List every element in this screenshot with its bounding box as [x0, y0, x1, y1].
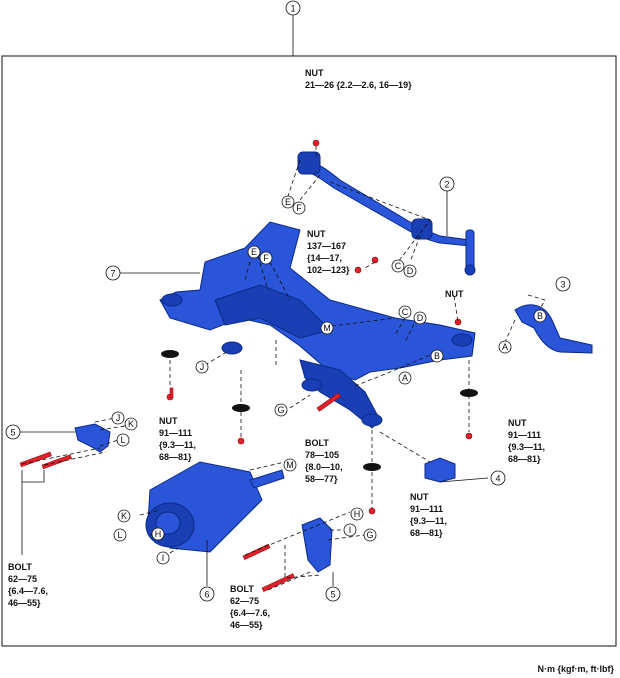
callout-I-diff: I — [162, 553, 165, 563]
callout-5-bottom: 5 — [330, 590, 335, 600]
callout-M-top: M — [323, 323, 331, 333]
callout-C-top: C — [395, 261, 402, 271]
nut-top-label: NUT 21—26 {2.2—2.6, 16—19} — [305, 68, 412, 90]
nut-right-label: NUT 91—111 {9.3—11, 68—81} — [508, 418, 548, 464]
bracket-5-left — [74, 423, 111, 453]
callout-5-left: 5 — [10, 428, 15, 438]
bushing-washers — [161, 350, 478, 471]
callout-2: 2 — [444, 180, 449, 190]
callout-7: 7 — [110, 269, 115, 279]
callout-4: 4 — [495, 474, 500, 484]
callout-C-mid: C — [402, 307, 409, 317]
callout-K-bottom: K — [121, 511, 127, 521]
callout-F-mid: F — [263, 253, 269, 263]
callout-L-left: L — [120, 435, 125, 445]
callout-H-bottom: H — [354, 509, 361, 519]
callout-3: 3 — [560, 280, 565, 290]
callout-6: 6 — [204, 590, 209, 600]
nut-left-label: NUT 91—111 {9.3—11, 68—81} — [159, 416, 199, 462]
callout-B-mid: B — [434, 351, 440, 361]
nut-center-low-label: NUT 91—111 {9.3—11, 68—81} — [410, 492, 450, 538]
callout-J-mid: J — [200, 362, 205, 372]
control-arm — [514, 304, 593, 354]
callout-I-bottom: I — [349, 525, 352, 535]
bolt-bottom-label: BOLT 62—75 {6.4—7.6, 46—55} — [230, 584, 273, 630]
bracket-4 — [424, 457, 456, 483]
callout-K-left: K — [128, 419, 134, 429]
callout-B-right: B — [537, 311, 543, 321]
callout-E-mid: E — [251, 247, 257, 257]
bolt-left-label: BOLT 62—75 {6.4—7.6, 46—55} — [8, 562, 51, 608]
callout-L-bottom: L — [117, 530, 122, 540]
nut-right-top-label: NUT — [445, 289, 464, 299]
callout-G-mid: G — [277, 405, 284, 415]
callout-D-mid: D — [417, 313, 424, 323]
callout-A-mid: A — [402, 373, 408, 383]
callout-1: 1 — [290, 4, 295, 14]
callout-circle — [285, 0, 301, 16]
fasteners — [19, 139, 473, 593]
diagram-frame — [1, 55, 617, 647]
callouts: 1 2 3 4 5 5 6 7 E F C D E F M C D B A B … — [5, 0, 571, 602]
callout-J-left: J — [116, 413, 121, 423]
leader-lines — [20, 146, 546, 591]
unit-note: N·m {kgf·m, ft·lbf} — [538, 664, 615, 674]
callout-E-top: E — [285, 197, 291, 207]
callout-F-top: F — [296, 203, 302, 213]
torque-labels: NUT 21—26 {2.2—2.6, 16—19} NUT 137—167 {… — [8, 68, 548, 630]
callout-H-diff: H — [155, 529, 162, 539]
stabilizer-bar — [297, 151, 476, 276]
bracket-5-bottom — [301, 517, 333, 573]
callout-D-top: D — [407, 266, 414, 276]
callout-G-bottom: G — [366, 530, 373, 540]
callout-M-bottom: M — [286, 460, 294, 470]
crossmember — [159, 221, 476, 429]
rear-differential — [145, 461, 285, 553]
callout-A-right: A — [502, 342, 508, 352]
nut-mid-label: NUT 137—167 {14—17, 102—123} — [307, 229, 350, 275]
bolt-center-label: BOLT 78—105 {8.0—10, 58—77} — [305, 438, 345, 484]
